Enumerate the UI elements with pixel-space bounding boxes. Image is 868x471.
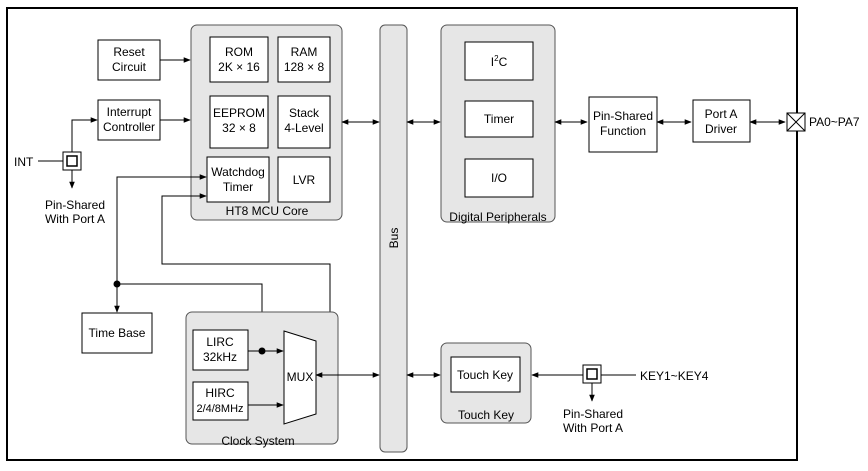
- pa-pins-label: PA0~PA7: [809, 115, 860, 129]
- clock-system-title: Clock System: [221, 434, 294, 448]
- rom-label: ROM: [225, 45, 253, 59]
- function-label: Function: [600, 124, 646, 138]
- mcu-core-group: ROM 2K × 16 RAM 128 × 8 EEPROM 32 × 8 St…: [190, 24, 343, 221]
- stack-label: Stack: [289, 106, 320, 120]
- hirc-freq: 2/4/8MHz: [196, 403, 243, 415]
- interrupt-controller-box: [97, 99, 161, 141]
- int-shared-label: Pin-Shared: [45, 198, 105, 212]
- int-shared-port: With Port A: [45, 212, 105, 226]
- pin-shared-label: Pin-Shared: [593, 109, 653, 123]
- mux-label: MUX: [287, 370, 314, 384]
- stack-level: 4-Level: [284, 121, 323, 135]
- lvr-label: LVR: [293, 173, 316, 187]
- reset-circuit-label: Circuit: [112, 60, 147, 74]
- time-base-box: [81, 312, 153, 354]
- touch-key-title: Touch Key: [458, 408, 514, 422]
- lirc-freq: 32kHz: [203, 350, 237, 364]
- interrupt-label: Interrupt: [107, 105, 152, 119]
- reset-circuit-box: [97, 39, 161, 81]
- controller-label: Controller: [103, 120, 155, 134]
- lirc-label: LIRC: [206, 335, 234, 349]
- pa-pin-pad-icon: [786, 112, 806, 132]
- eeprom-size: 32 × 8: [222, 121, 256, 135]
- rom-size: 2K × 16: [218, 60, 260, 74]
- digital-peripherals-group: I2C Timer I/O Digital Peripherals: [440, 24, 556, 224]
- touch-key-group: Touch Key Touch Key: [440, 342, 532, 424]
- key-pins-label: KEY1~KEY4: [640, 369, 709, 383]
- port-a-label: Port A: [705, 107, 738, 121]
- key-shared-port: With Port A: [563, 421, 623, 435]
- chip-outline: [6, 7, 798, 461]
- pin-shared-function-box: [588, 96, 658, 153]
- driver-label: Driver: [705, 122, 737, 136]
- watchdog-timer: Timer: [223, 180, 253, 194]
- mcu-core-title: HT8 MCU Core: [226, 204, 309, 218]
- port-a-driver-box: [692, 99, 751, 143]
- time-base-label: Time Base: [89, 326, 146, 340]
- int-pin-label: INT: [14, 155, 34, 169]
- digital-peripherals-title: Digital Peripherals: [449, 210, 546, 224]
- clock-system-group: LIRC 32kHz HIRC 2/4/8MHz MUX Clock Syste…: [185, 311, 339, 448]
- io-label: I/O: [491, 171, 507, 185]
- bus-bar: [379, 24, 408, 453]
- ram-size: 128 × 8: [284, 60, 325, 74]
- touch-key-inner-label: Touch Key: [457, 368, 513, 382]
- i2c-label: I2C: [491, 54, 508, 69]
- reset-label: Reset: [113, 45, 145, 59]
- bus-label: Bus: [387, 228, 401, 249]
- ram-label: RAM: [291, 45, 318, 59]
- watchdog-label: Watchdog: [211, 165, 265, 179]
- hirc-label: HIRC: [205, 386, 235, 400]
- key-shared-label: Pin-Shared: [563, 407, 623, 421]
- eeprom-label: EEPROM: [213, 106, 265, 120]
- timer-label: Timer: [484, 112, 514, 126]
